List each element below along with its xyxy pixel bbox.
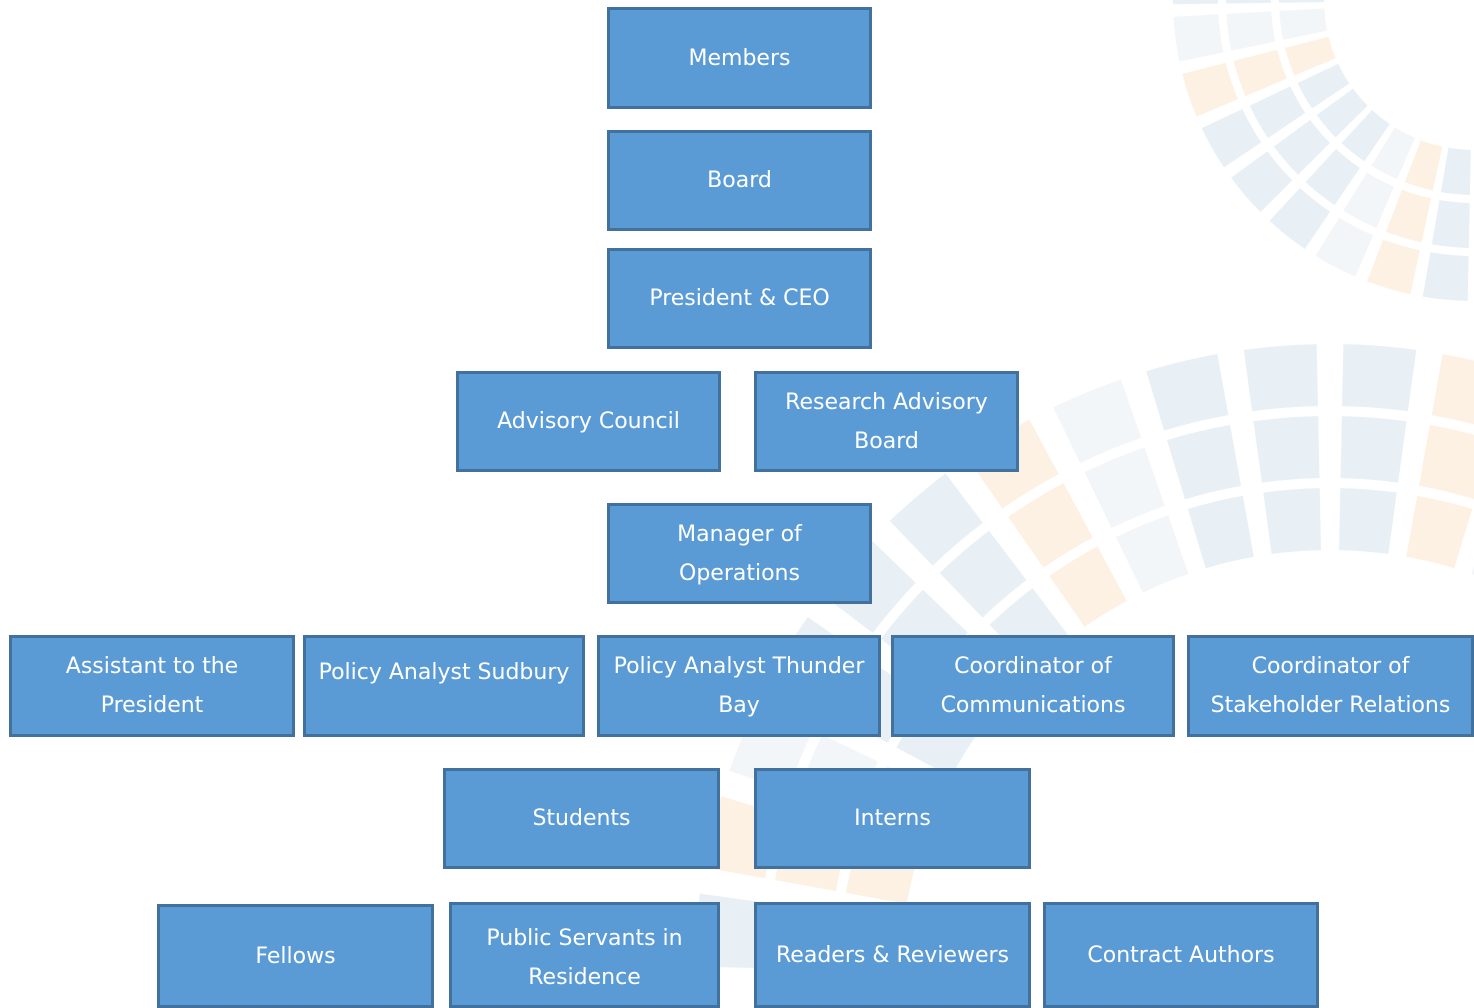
manager-of-operations-label: Manager of Operations <box>677 521 802 586</box>
research-advisory-board-box: Research Advisory Board <box>754 371 1019 472</box>
watermark-segment <box>889 473 983 566</box>
assistant-to-president-label: Assistant to the President <box>65 654 239 718</box>
watermark-segment <box>1305 148 1360 206</box>
watermark-segment <box>1431 200 1470 248</box>
watermark-segment <box>1404 140 1443 191</box>
coordinator-communications-label: Coordinator of Communications <box>940 654 1126 718</box>
board-label: Board <box>707 168 772 193</box>
watermark-segment <box>1343 172 1395 228</box>
interns-box: Interns <box>754 768 1031 869</box>
watermark-segment <box>1146 354 1229 431</box>
watermark-segment <box>1084 447 1165 529</box>
policy-analyst-sudbury-box: Policy Analyst Sudbury <box>303 635 585 737</box>
watermark-segment <box>1173 14 1224 62</box>
watermark-segment <box>1406 495 1473 569</box>
watermark-segment <box>1249 86 1306 138</box>
president-ceo-label: President & CEO <box>649 286 830 311</box>
coordinator-communications-box: Coordinator of Communications <box>891 635 1175 737</box>
watermark-segment <box>1341 110 1390 162</box>
watermark-segment <box>1253 416 1320 483</box>
watermark-segment <box>1431 354 1474 425</box>
watermark-segment <box>1471 566 1474 575</box>
watermark-segment <box>1316 88 1368 138</box>
watermark-segment <box>1053 379 1142 464</box>
board-box: Board <box>607 130 872 231</box>
watermark-segment <box>1440 147 1471 195</box>
fellows-label: Fellows <box>255 943 336 969</box>
watermark-segment <box>1115 515 1189 593</box>
watermark-segment <box>1315 217 1374 277</box>
watermark-segment <box>1049 546 1127 627</box>
assistant-to-president-box: Assistant to the President <box>9 635 295 737</box>
watermark-segment <box>1201 108 1262 168</box>
watermark-segment <box>1418 424 1474 500</box>
coordinator-stakeholder-relations-label: Coordinator of Stakeholder Relations <box>1210 654 1451 718</box>
watermark-segment <box>1231 151 1293 213</box>
watermark-segment <box>1279 0 1325 3</box>
public-servants-in-residence-label: Public Servants in Residence <box>486 926 683 990</box>
watermark-segment <box>1371 127 1415 180</box>
watermark-segment <box>1263 488 1321 554</box>
watermark-segment <box>1243 344 1318 412</box>
watermark-segment <box>1339 488 1397 554</box>
members-box: Members <box>607 7 872 109</box>
watermark-segment <box>1187 495 1254 569</box>
advisory-council-box: Advisory Council <box>456 371 721 472</box>
watermark-segment <box>1342 344 1417 412</box>
watermark-segment <box>1297 63 1350 109</box>
president-ceo-box: President & CEO <box>607 248 872 349</box>
watermark-segment <box>1182 62 1239 117</box>
readers-reviewers-box: Readers & Reviewers <box>754 902 1031 1008</box>
fellows-box: Fellows <box>157 904 434 1008</box>
watermark-segment <box>1367 239 1420 295</box>
watermark-segment <box>1226 11 1276 51</box>
watermark-segment <box>1279 8 1328 40</box>
public-servants-in-residence-box: Public Servants in Residence <box>449 902 720 1008</box>
watermark-segment <box>1422 252 1469 301</box>
watermark-segment <box>1385 189 1432 243</box>
watermark-segment <box>1233 49 1287 97</box>
research-advisory-board-label: Research Advisory Board <box>785 389 988 454</box>
watermark-segment <box>1273 119 1330 175</box>
watermark-segment <box>1340 416 1407 483</box>
policy-analyst-thunder-bay-label: Policy Analyst Thunder Bay <box>613 654 865 718</box>
students-label: Students <box>532 806 631 831</box>
manager-of-operations-box: Manager of Operations <box>607 503 872 604</box>
watermark-segment <box>1226 0 1272 4</box>
contract-authors-box: Contract Authors <box>1043 902 1319 1008</box>
interns-label: Interns <box>854 806 931 831</box>
contract-authors-label: Contract Authors <box>1087 942 1275 968</box>
members-label: Members <box>688 45 791 71</box>
watermark-segment <box>1008 482 1093 568</box>
watermark-segment <box>1269 187 1331 249</box>
readers-reviewers-label: Readers & Reviewers <box>776 942 1009 968</box>
watermark-segment <box>1166 424 1242 500</box>
watermark-segment <box>1284 36 1336 76</box>
students-box: Students <box>443 768 720 869</box>
watermark-segment <box>1173 0 1219 5</box>
watermark-segment <box>939 530 1027 618</box>
policy-analyst-thunder-bay-box: Policy Analyst Thunder Bay <box>597 635 881 737</box>
policy-analyst-sudbury-label: Policy Analyst Sudbury <box>318 660 570 685</box>
coordinator-stakeholder-relations-box: Coordinator of Stakeholder Relations <box>1187 635 1474 737</box>
advisory-council-label: Advisory Council <box>497 409 680 434</box>
